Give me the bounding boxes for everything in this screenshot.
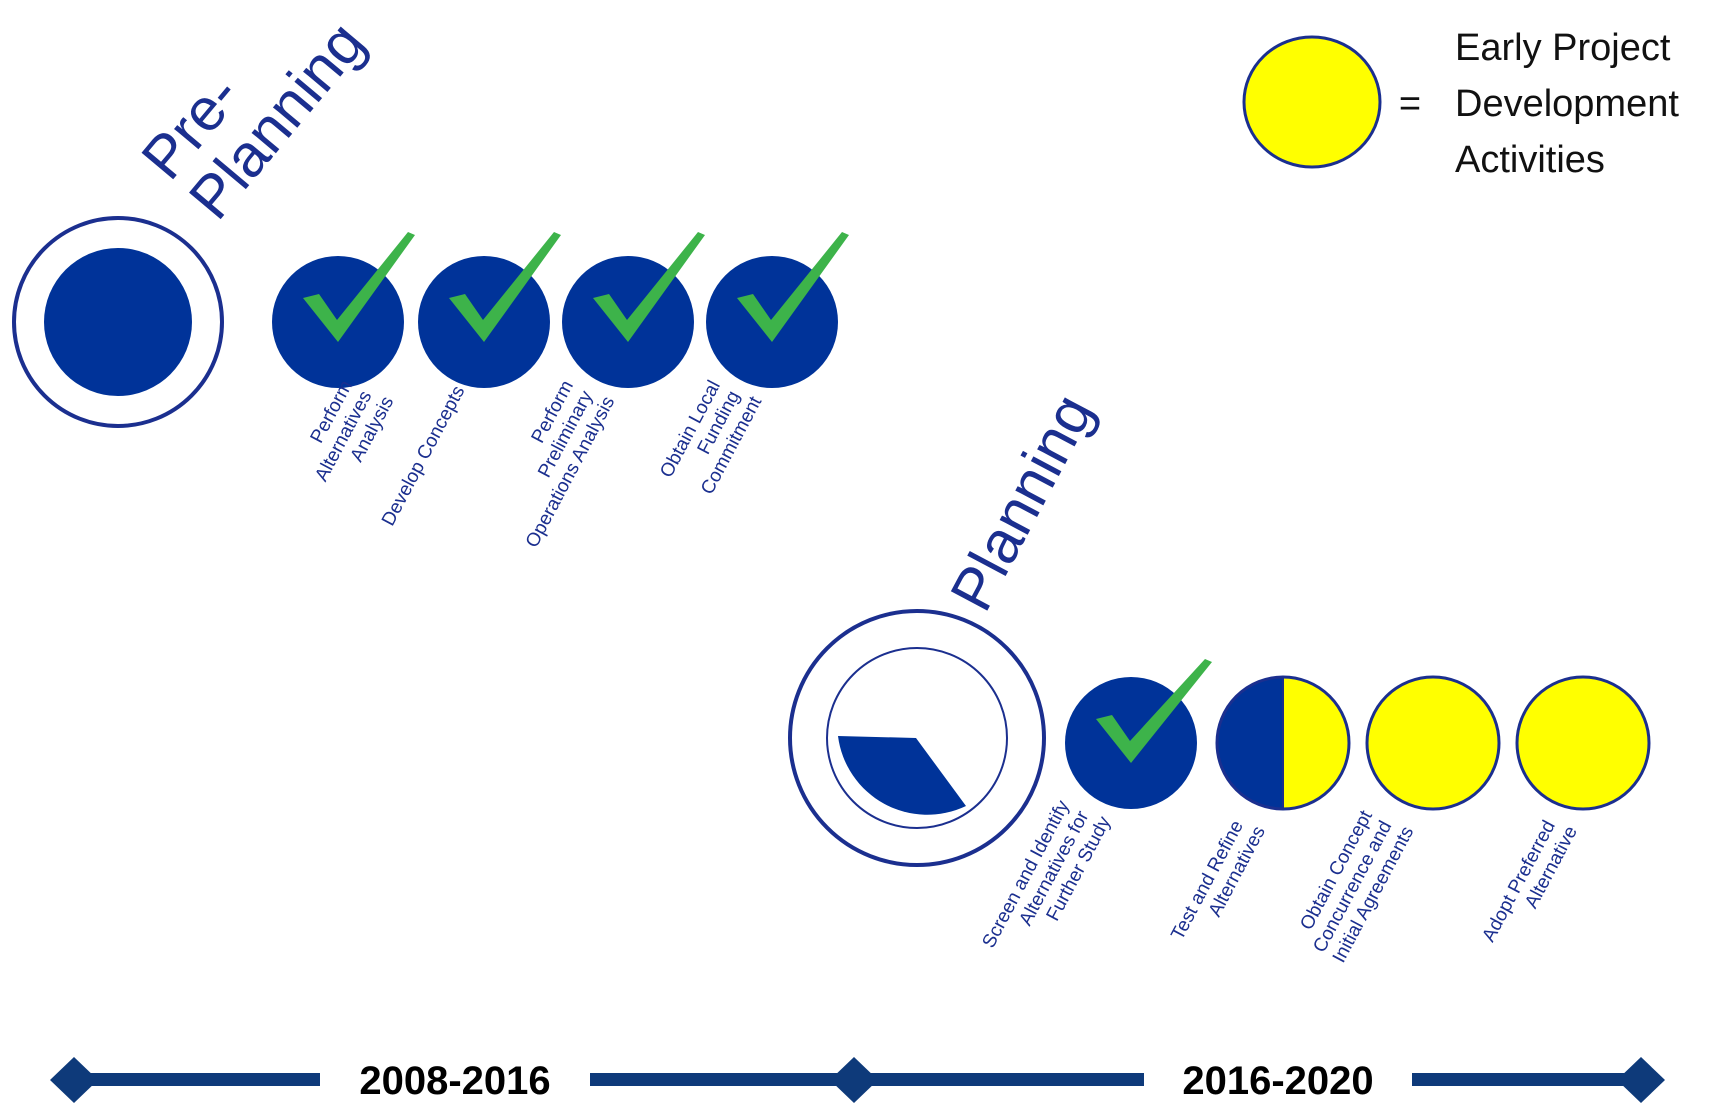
step-label: Test and Refine Alternatives (1167, 812, 1269, 953)
legend-early-activity-swatch (1242, 35, 1382, 169)
planning-progress-fill (838, 736, 966, 815)
checkmark-icon (303, 232, 415, 342)
step-label: Perform Alternatives Analysis (292, 372, 398, 495)
legend-equals-sign: = (1399, 83, 1421, 125)
step-label: Obtain Local Funding Commitment (656, 372, 766, 502)
planning-step-4: Adopt Preferred Alternative (1478, 675, 1651, 955)
step-label: Adopt Preferred Alternative (1478, 812, 1581, 955)
step-label: Perform Preliminary Operations Analysis (483, 372, 619, 551)
legend-label: Early Project Development Activities (1455, 27, 1689, 181)
timeline-end-diamond (1617, 1057, 1665, 1103)
timeline: 2008-2016 2016-2020 (50, 1057, 1665, 1103)
half-step-complete-part (1217, 677, 1283, 809)
half-step-early-part (1283, 677, 1349, 809)
pre-planning-step-4: Obtain Local Funding Commitment (656, 232, 849, 502)
timeline-bar-segment (72, 1073, 320, 1086)
legend: = Early Project Development Activities (1242, 27, 1689, 181)
checkmark-icon (593, 232, 705, 342)
phase-pre-planning: Pre- Planning Perform Alternatives Analy… (12, 0, 849, 551)
step-label: Obtain Concept Concurrence and Initial A… (1290, 802, 1418, 966)
timeline-bar-segment (1412, 1073, 1642, 1086)
early-activity-circle (1515, 675, 1651, 811)
pre-planning-step-1: Perform Alternatives Analysis (272, 232, 415, 495)
period-label-2016-2020: 2016-2020 (1182, 1059, 1373, 1103)
period-label-2008-2016: 2008-2016 (359, 1059, 550, 1103)
pre-planning-step-2: Develop Concepts (378, 232, 561, 529)
checkmark-icon (1096, 659, 1212, 763)
checkmark-icon (737, 232, 849, 342)
early-activity-circle (1365, 675, 1501, 811)
checkmark-icon (449, 232, 561, 342)
phase-planning: Planning Screen and Identify Alternative… (788, 383, 1651, 966)
planning-title: Planning (937, 383, 1106, 621)
timeline-start-diamond (50, 1057, 98, 1103)
planning-title-line: Planning (937, 383, 1106, 621)
timeline-mid-diamond (830, 1057, 878, 1103)
pre-planning-title: Pre- Planning (129, 0, 378, 231)
pre-planning-progress-disc (44, 248, 192, 396)
